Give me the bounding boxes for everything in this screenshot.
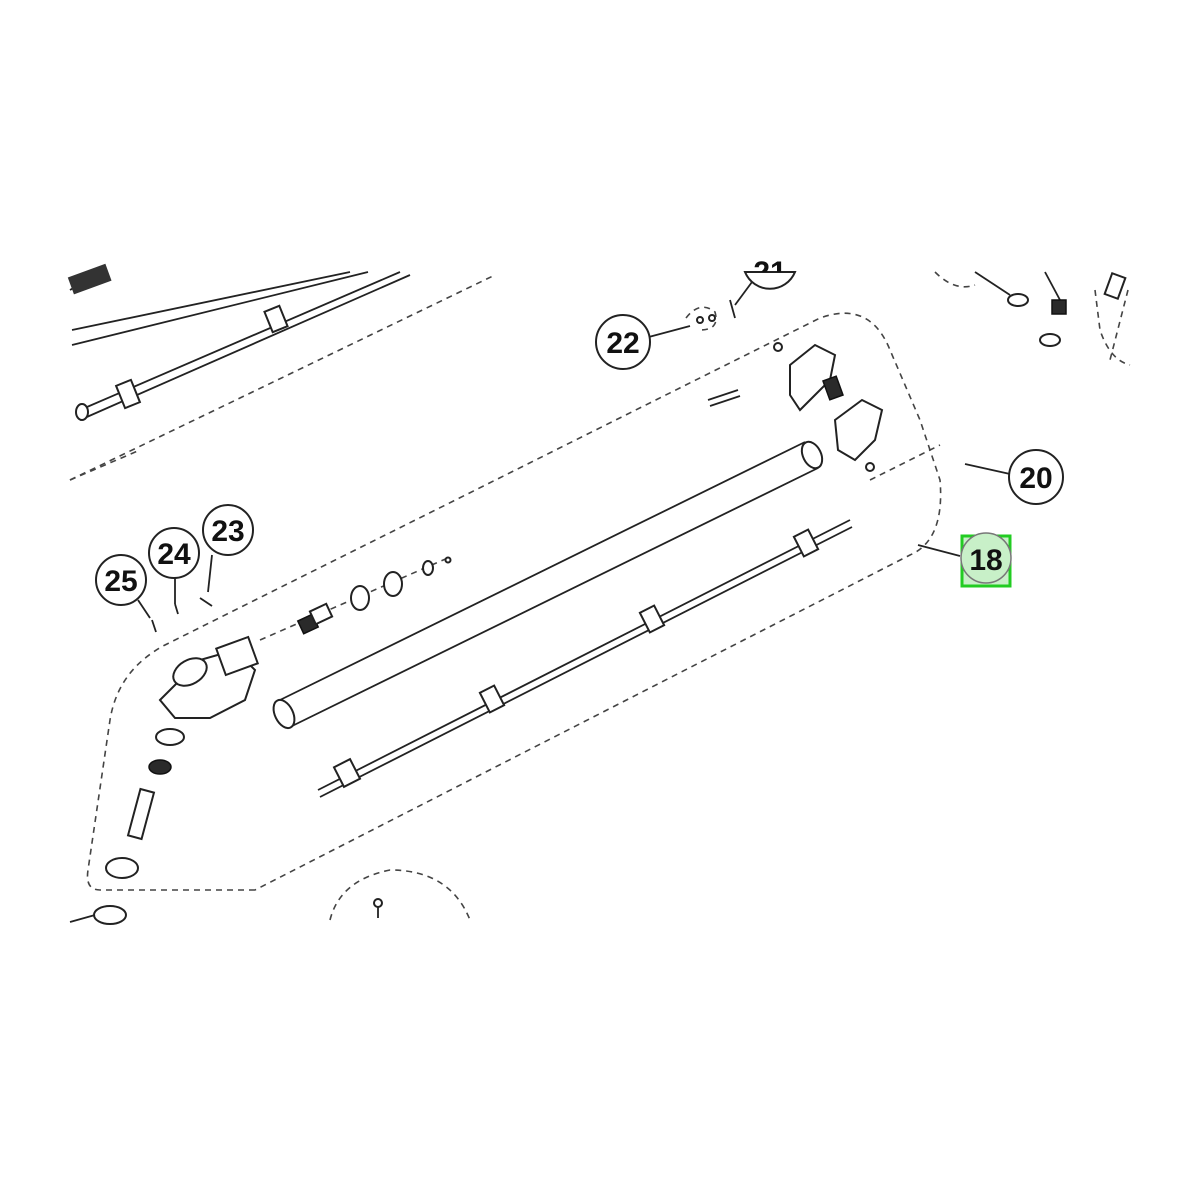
small-parts-row — [259, 556, 452, 641]
dashed-bottom-cropped-group — [329, 869, 471, 921]
upper-left-shaft-assembly — [67, 263, 496, 481]
bottom-pin — [373, 898, 383, 918]
callout-20-label: 20 — [1019, 462, 1052, 495]
callout-23-label: 23 — [211, 515, 244, 548]
callout-25-label: 25 — [104, 565, 137, 598]
callout-21-label: 21 — [753, 256, 786, 289]
assembly-18-boundary — [86, 312, 942, 891]
drive-shaft — [317, 519, 853, 798]
callout-22[interactable]: 22 — [595, 314, 651, 370]
callout-18-highlighted[interactable]: 18 — [960, 532, 1012, 588]
dashed-link-to-20 — [869, 444, 941, 481]
callout-24-label: 24 — [157, 538, 191, 571]
top-right-parts — [974, 271, 1129, 361]
gear-head — [69, 635, 260, 925]
outer-tube — [272, 440, 824, 730]
callout-20[interactable]: 20 — [1008, 449, 1064, 505]
dashed-top-right-group — [934, 271, 976, 288]
handle-clamp-parts — [707, 342, 884, 472]
callout-21-cropped[interactable]: 21 — [743, 256, 797, 290]
leader-lines — [137, 281, 1011, 633]
callout-22-label: 22 — [606, 327, 639, 360]
callout-23[interactable]: 23 — [202, 504, 254, 556]
callout-25[interactable]: 25 — [95, 554, 147, 606]
callout-18-label: 18 — [969, 544, 1002, 577]
callout-24[interactable]: 24 — [148, 527, 200, 579]
